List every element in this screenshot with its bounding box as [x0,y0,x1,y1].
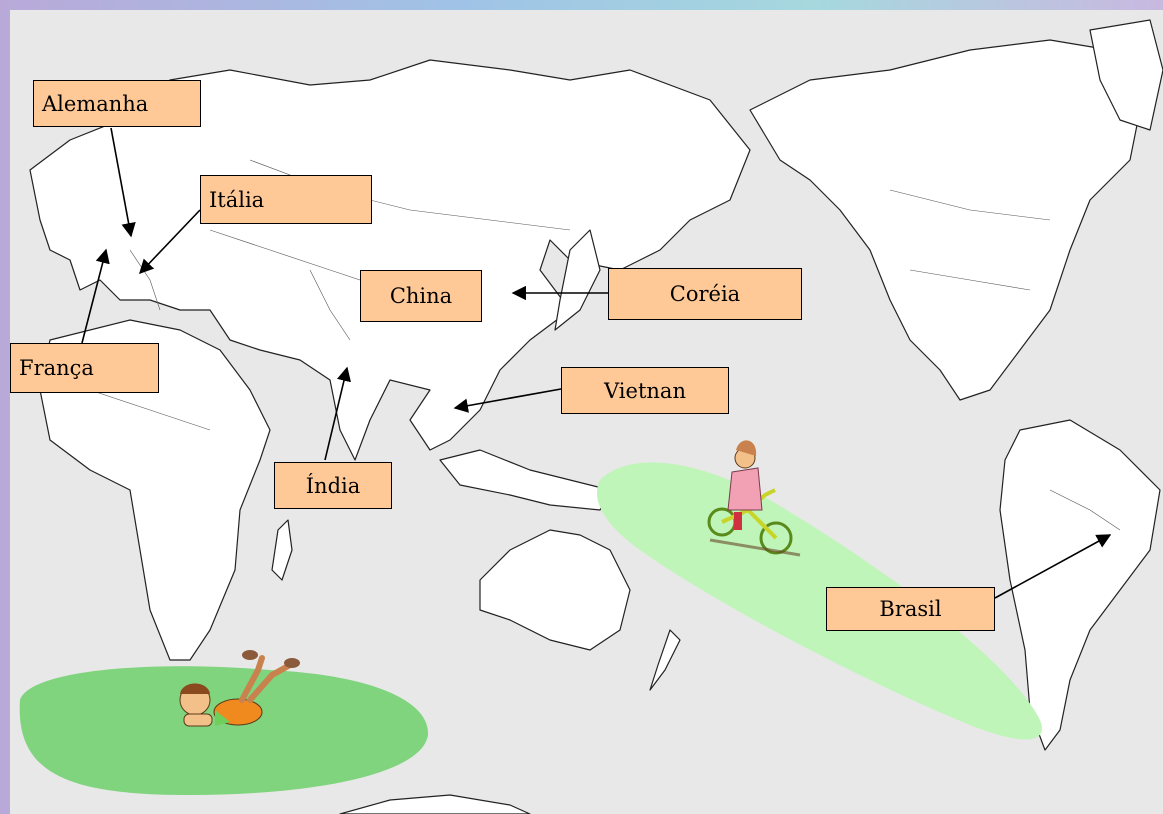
madagascar-island [271,519,293,581]
greenland-island [1089,19,1163,131]
grass-patch-right [596,462,1042,740]
label-vietnan: Vietnan [561,367,729,414]
label-alemanha: Alemanha [33,80,201,127]
map-canvas [19,19,1163,814]
arrow-alemanha [110,127,136,238]
world-map: Alemanha Itália China Coréia França Viet… [10,10,1163,814]
label-italia: Itália [200,175,372,224]
child-on-bicycle-illustration [707,440,801,557]
africa-landmass [39,319,271,661]
label-india: Índia [274,462,392,509]
south-america-landmass [999,419,1161,751]
north-america-landmass [749,39,1141,401]
new-zealand-island [649,629,681,691]
label-coreia: Coréia [608,268,802,320]
indonesia-islands [439,449,611,511]
arrow-italia [139,209,201,275]
japan-island [554,229,601,331]
australia-landmass [479,529,631,651]
arrow-vietnan [453,388,562,413]
arrow-india [324,366,351,461]
antarctica-edge [339,794,531,814]
pointer-arrows [81,127,1112,599]
grass-patch-left [19,666,429,795]
label-franca: França [10,343,159,393]
arrow-franca [81,248,110,344]
eurasia-landmass [29,59,751,461]
label-brasil: Brasil [826,587,995,631]
arrow-brasil [994,534,1112,599]
child-lying-illustration [179,650,300,727]
label-china: China [360,270,482,322]
